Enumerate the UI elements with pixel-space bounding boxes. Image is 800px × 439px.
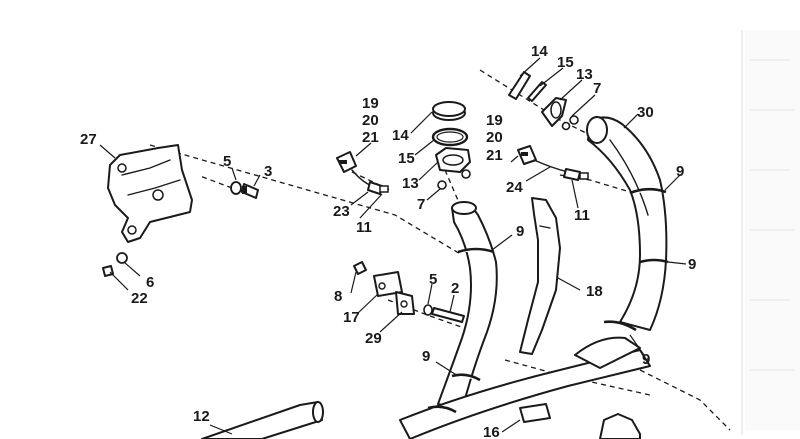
callout-11: 11 [356,219,372,236]
callout-22: 22 [131,290,148,307]
callout-13-top: 13 [576,66,593,83]
leader-lines [99,57,687,435]
callout-7-top: 7 [593,80,601,97]
bleed-through-text [741,30,800,435]
callout-15: 15 [398,150,415,167]
callout-15-top: 15 [557,54,574,71]
nut-screw-6-22 [102,252,128,277]
gasket-set-top [508,71,579,131]
bracket-27 [107,144,193,243]
callout-16: 16 [483,424,500,439]
callout-27: 27 [80,131,97,148]
callout-9: 9 [516,223,524,240]
callout-9: 9 [688,256,696,273]
callout-24: 24 [506,179,523,196]
callout-19-right: 19 [486,112,503,129]
callout-11-right: 11 [574,207,590,224]
muffler-crossover [201,336,651,439]
o2-sensor-left [336,151,389,195]
callout-14-top: 14 [531,43,548,60]
callout-19: 19 [362,95,379,112]
hardware-8-17-29-5-2 [353,261,465,323]
callout-8: 8 [334,288,342,305]
gasket-set-middle [431,101,471,190]
callout-9: 9 [422,348,430,365]
callout-2: 2 [451,280,459,297]
clamps-9 [427,187,669,414]
callout-3: 3 [264,163,272,180]
callout-29: 29 [365,330,382,347]
callout-20-right: 20 [486,129,503,146]
head-pipe-rear-30 [586,116,668,331]
callout-23: 23 [333,203,350,220]
callout-14: 14 [392,127,409,144]
o2-sensor-right [517,145,589,181]
callout-labels: 27 5 3 6 22 19 20 21 23 11 14 15 13 7 14… [80,43,696,439]
callout-17: 17 [343,309,360,326]
callout-20: 20 [362,112,379,129]
callout-30: 30 [637,104,654,121]
callout-12: 12 [193,408,210,425]
head-pipe-front [437,201,498,411]
callout-21-right: 21 [486,147,503,164]
callout-9: 9 [642,351,650,368]
heat-shield-18 [519,197,561,355]
washer-bolt-5-3 [230,181,259,199]
callout-13: 13 [402,175,419,192]
callout-7: 7 [417,196,425,213]
callout-21: 21 [362,129,379,146]
callout-5: 5 [223,153,231,170]
callout-9: 9 [676,163,684,180]
callout-6: 6 [146,274,154,291]
callout-5: 5 [429,271,437,288]
callout-18: 18 [586,283,603,300]
